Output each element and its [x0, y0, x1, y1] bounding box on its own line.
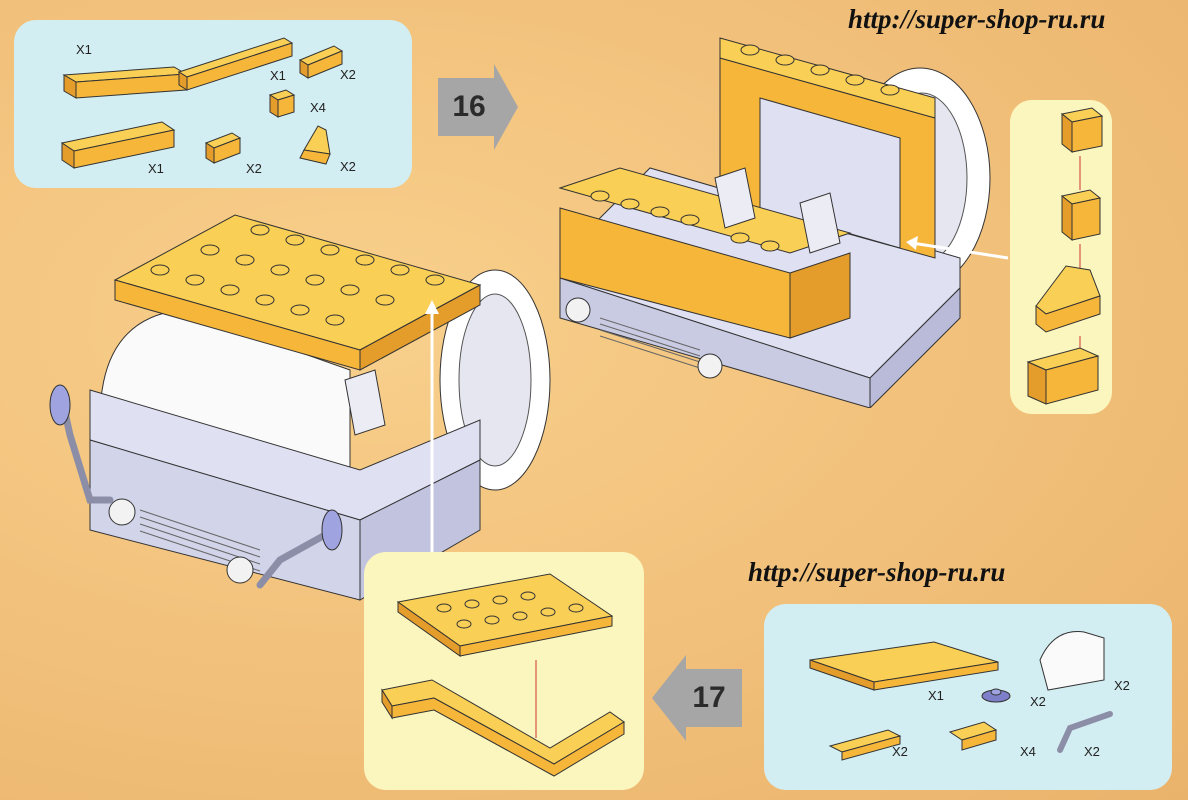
parts-illustration-16	[60, 37, 344, 169]
qty-label: X2	[340, 159, 356, 174]
step-number: 17	[692, 681, 726, 714]
qty-label: X1	[270, 68, 286, 83]
qty-label: X1	[148, 161, 164, 176]
parts-panel-step-16: X1 X1 X2 X4 X1 X2 X2	[14, 20, 412, 188]
shop-url-bottom[interactable]: http://super-shop-ru.ru	[748, 557, 1006, 587]
parts-illustration-17	[809, 631, 1113, 761]
arrow-left-icon	[652, 655, 742, 741]
round-plate	[981, 688, 1011, 703]
parts-panel-step-17: X1 X2 X2 X2 X4 X2	[764, 604, 1172, 790]
qty-label: X1	[76, 42, 92, 57]
qty-label: X2	[340, 67, 356, 82]
plate-6x8	[809, 641, 999, 691]
subassembly-callout-17	[364, 552, 644, 790]
step-16-assembly	[558, 37, 1009, 408]
qty-label: X2	[1114, 678, 1130, 693]
arrow-right-icon	[438, 64, 518, 150]
handle-bar	[1057, 711, 1113, 753]
step-16-marker: 16	[438, 64, 518, 150]
brick-1x8	[177, 37, 294, 91]
plate-2x2	[948, 721, 998, 751]
subassembly-callout-16	[1010, 100, 1112, 414]
qty-label: X2	[892, 744, 908, 759]
brick-2x6-b	[60, 121, 176, 169]
plate-1x4	[828, 729, 902, 761]
qty-label: X4	[1020, 744, 1036, 759]
qty-label: X2	[1084, 744, 1100, 759]
curved-white-brick	[1039, 631, 1105, 691]
slope-brick	[299, 125, 331, 165]
step-17-marker: 17	[652, 655, 742, 741]
brick-1x2	[204, 132, 242, 164]
step-number: 16	[452, 90, 486, 123]
brick-2x6	[62, 66, 188, 99]
roof-plate-assembly	[381, 573, 625, 777]
qty-label: X2	[246, 161, 262, 176]
qty-label: X1	[928, 688, 944, 703]
stacked-bricks	[1026, 107, 1104, 405]
step-17-assembly	[49, 214, 551, 601]
brick-1x1	[268, 89, 296, 118]
brick-1x4	[298, 45, 344, 79]
qty-label: X4	[310, 100, 326, 115]
qty-label: X2	[1030, 694, 1046, 709]
shop-url-top[interactable]: http://super-shop-ru.ru	[848, 4, 1106, 34]
